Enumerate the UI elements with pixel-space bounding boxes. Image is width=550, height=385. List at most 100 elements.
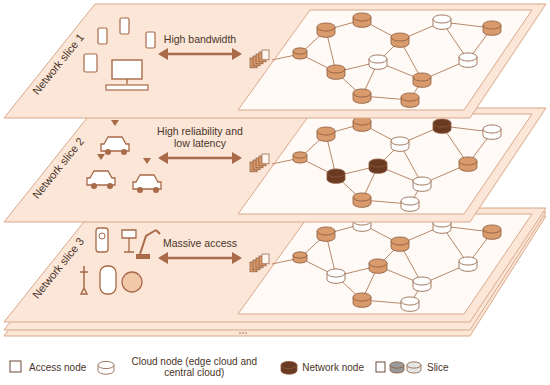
- cloud-top: [369, 159, 387, 167]
- cloud-top: [483, 125, 501, 133]
- cloud-top: [413, 277, 431, 285]
- slice-plane: [0, 2, 550, 120]
- cloud-top: [401, 197, 419, 205]
- cloud-node: [327, 65, 345, 79]
- cloud-top: [483, 225, 501, 233]
- cloud-node: [293, 152, 307, 163]
- legend-text: Network node: [302, 362, 364, 373]
- cloud-node: [369, 159, 387, 173]
- cloud-node: [369, 55, 387, 69]
- cloud-node: [353, 89, 371, 103]
- cloud-node: [293, 48, 307, 59]
- cloud-node: [353, 293, 371, 307]
- cloud-top: [433, 219, 451, 227]
- car-icon: [133, 158, 161, 193]
- network-panel: [238, 114, 532, 214]
- requirement-label: High reliability and low latency: [155, 125, 245, 149]
- legend-text: Cloud node (edge cloud and central cloud…: [119, 356, 269, 378]
- cloud-top: [413, 73, 431, 81]
- cloud-top: [317, 227, 335, 235]
- cloud-top: [433, 119, 451, 127]
- cloud-node: [391, 237, 409, 251]
- meter-dial-icon: [122, 272, 142, 292]
- cloud-node: [401, 297, 419, 311]
- slice-outline: [4, 208, 546, 322]
- network-slice: Network slice 1High bandwidth: [0, 2, 550, 120]
- cloud-top: [353, 217, 371, 225]
- antenna-icon: [97, 154, 105, 160]
- cloud-node: [483, 225, 501, 239]
- robot-arm-icon: [140, 230, 160, 254]
- cloud-node: [413, 177, 431, 191]
- car-icon: [87, 154, 115, 189]
- legend-text: Access node: [29, 362, 86, 373]
- cloud-top: [327, 269, 345, 277]
- cloud-node: [483, 125, 501, 139]
- cloud-top: [327, 169, 345, 177]
- cloud-node: [391, 33, 409, 47]
- cloud-top: [391, 33, 409, 41]
- cloud-top: [407, 362, 421, 368]
- cloud-node: [433, 219, 451, 233]
- cloud-top: [390, 362, 404, 368]
- cloud-node: [317, 127, 335, 141]
- cloud-node: [401, 93, 419, 107]
- cloud-node: [353, 193, 371, 207]
- cloud-node: [390, 362, 404, 373]
- cloud-top: [327, 65, 345, 73]
- cloud-top: [459, 53, 477, 61]
- cloud-node: [369, 259, 387, 273]
- cloud-top: [317, 127, 335, 135]
- legend-symbol: [6, 357, 26, 377]
- slice-outline: [4, 108, 546, 222]
- legend: Access node Cloud node (edge cloud and ce…: [6, 356, 546, 378]
- cloud-top: [353, 193, 371, 201]
- meter-icon: [96, 228, 108, 252]
- cloud-top: [433, 15, 451, 23]
- cloud-node: [459, 257, 477, 271]
- slice-plane: [0, 106, 550, 224]
- legend-symbol: [279, 357, 299, 377]
- double-arrow: [158, 252, 242, 264]
- cloud-top: [459, 157, 477, 165]
- cloud-top: [317, 23, 335, 31]
- cloud-node: [407, 362, 421, 373]
- cloud-top: [353, 89, 371, 97]
- legend-symbol: [374, 357, 424, 377]
- cloud-node: [413, 73, 431, 87]
- cloud-node: [281, 361, 297, 374]
- cloud-node: [327, 169, 345, 183]
- legend-item: Cloud node (edge cloud and central cloud…: [96, 356, 269, 378]
- slice-plane: [0, 206, 550, 324]
- double-arrow: [158, 48, 242, 60]
- access-node: [262, 50, 269, 60]
- cloud-top: [391, 137, 409, 145]
- cloud-node: [459, 53, 477, 67]
- network-panel: [238, 214, 532, 314]
- monitor-icon: [112, 60, 142, 79]
- car-icon: [101, 120, 129, 155]
- cloud-top: [401, 297, 419, 305]
- cloud-node: [433, 119, 451, 133]
- cloud-node: [483, 21, 501, 35]
- keyboard-icon: [106, 85, 148, 90]
- network-slice: Network slice 3Massive access: [0, 206, 550, 324]
- tag-icon: [100, 266, 116, 294]
- cloud-node: [293, 252, 307, 263]
- cloud-top: [483, 21, 501, 29]
- cloud-node: [353, 217, 371, 231]
- double-arrow: [158, 152, 242, 164]
- cloud-node: [391, 137, 409, 151]
- cloud-node: [413, 277, 431, 291]
- cloud-top: [293, 152, 307, 158]
- slice-outline: [4, 4, 546, 118]
- legend-item: Slice: [374, 357, 449, 377]
- cloud-top: [391, 237, 409, 245]
- cloud-top: [459, 257, 477, 265]
- cloud-top: [369, 259, 387, 267]
- legend-text: Slice: [427, 362, 449, 373]
- cloud-top: [293, 48, 307, 54]
- cloud-node: [317, 227, 335, 241]
- tablet-icon: [84, 54, 97, 72]
- cloud-node: [353, 13, 371, 27]
